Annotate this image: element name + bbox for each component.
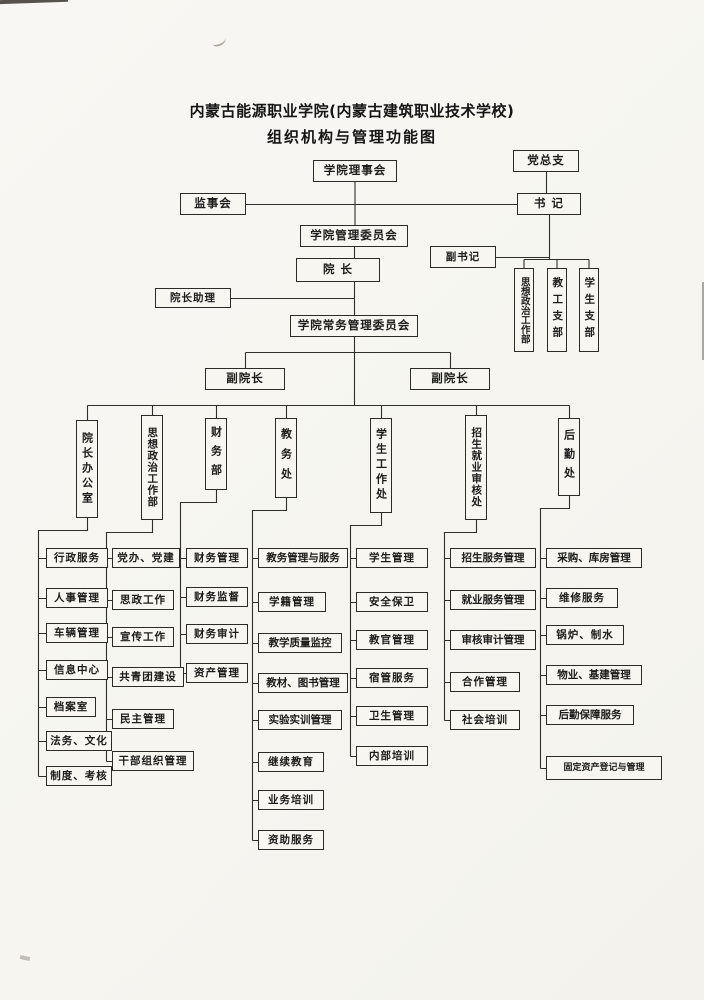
item-box: 行政服务 [46, 548, 108, 568]
item-box: 继续教育 [258, 752, 324, 772]
chart-title-line1: 内蒙古能源职业学院(内蒙古建筑职业技术学校) [189, 102, 515, 120]
item-box: 实验实训管理 [258, 710, 342, 730]
dept-finance: 财务部 [205, 418, 227, 490]
item-box: 固定资产登记与管理 [546, 756, 662, 780]
item-box: 车辆管理 [46, 623, 108, 643]
item-box: 财务管理 [186, 548, 248, 568]
item-box: 教学质量监控 [258, 633, 342, 653]
item-box: 内部培训 [356, 746, 428, 766]
item-box: 制度、考核 [46, 766, 112, 786]
item-box: 合作管理 [450, 672, 520, 692]
box-secretary: 书 记 [517, 193, 581, 215]
box-supervisory-board: 监事会 [180, 193, 246, 215]
item-box: 法务、文化 [46, 731, 112, 751]
item-box: 宿管服务 [356, 668, 428, 688]
chart-title-line2: 组织机构与管理功能图 [266, 128, 437, 146]
box-management-committee: 学院管理委员会 [300, 225, 408, 247]
dept-academic-affairs: 教务处 [275, 418, 297, 498]
item-box: 后勤保障服务 [546, 705, 634, 725]
box-president: 院 长 [296, 258, 380, 282]
dept-logistics: 后勤处 [558, 418, 580, 496]
item-box: 干部组织管理 [112, 751, 194, 771]
box-college-council: 学院理事会 [313, 160, 397, 182]
item-box: 安全保卫 [356, 592, 428, 612]
item-box: 共青团建设 [112, 667, 184, 687]
item-box: 人事管理 [46, 588, 108, 608]
item-box: 锅炉、制水 [546, 625, 624, 645]
box-party-ideological-political-dept: 思想政治工作部 [514, 268, 534, 352]
item-box: 思政工作 [112, 590, 174, 610]
item-box: 档案室 [46, 697, 96, 717]
item-box: 学生管理 [356, 548, 428, 568]
dept-presidents-office: 院长办公室 [76, 420, 98, 518]
box-staff-party-branch: 教工支部 [547, 268, 567, 352]
item-box: 学籍管理 [258, 592, 326, 612]
item-box: 教务管理与服务 [258, 548, 348, 568]
item-box: 宣传工作 [112, 627, 174, 647]
item-box: 就业服务管理 [450, 590, 536, 610]
item-box: 教材、图书管理 [258, 673, 348, 693]
item-box: 采购、库房管理 [546, 548, 642, 568]
item-box: 物业、基建管理 [546, 665, 642, 685]
box-party-general-branch: 党总支 [513, 150, 579, 172]
box-student-party-branch: 学生支部 [579, 268, 599, 352]
box-standing-committee: 学院常务管理委员会 [290, 315, 418, 337]
item-box: 资助服务 [258, 830, 324, 850]
dept-student-affairs: 学生工作处 [370, 418, 392, 513]
item-box: 卫生管理 [356, 706, 428, 726]
item-box: 党办、党建 [112, 548, 180, 568]
item-box: 财务审计 [186, 624, 248, 644]
box-vice-president-left: 副院长 [205, 368, 285, 390]
item-box: 业务培训 [258, 790, 324, 810]
box-deputy-secretary: 副书记 [430, 246, 496, 268]
item-box: 社会培训 [450, 710, 520, 730]
box-president-assistant: 院长助理 [155, 288, 231, 308]
item-box: 民主管理 [112, 709, 174, 729]
dept-ideological-political: 思想政治工作部 [141, 415, 163, 520]
item-box: 维修服务 [546, 588, 618, 608]
item-box: 教官管理 [356, 630, 428, 650]
item-box: 审核审计管理 [450, 630, 536, 650]
dept-admissions-employment: 招生就业审核处 [465, 415, 487, 520]
item-box: 财务监督 [186, 587, 248, 607]
item-box: 招生服务管理 [450, 548, 536, 568]
item-box: 资产管理 [186, 663, 248, 683]
chart-title: 内蒙古能源职业学院(内蒙古建筑职业技术学校) 组织机构与管理功能图 [0, 100, 704, 147]
box-vice-president-right: 副院长 [410, 368, 490, 390]
item-box: 信息中心 [46, 660, 108, 680]
